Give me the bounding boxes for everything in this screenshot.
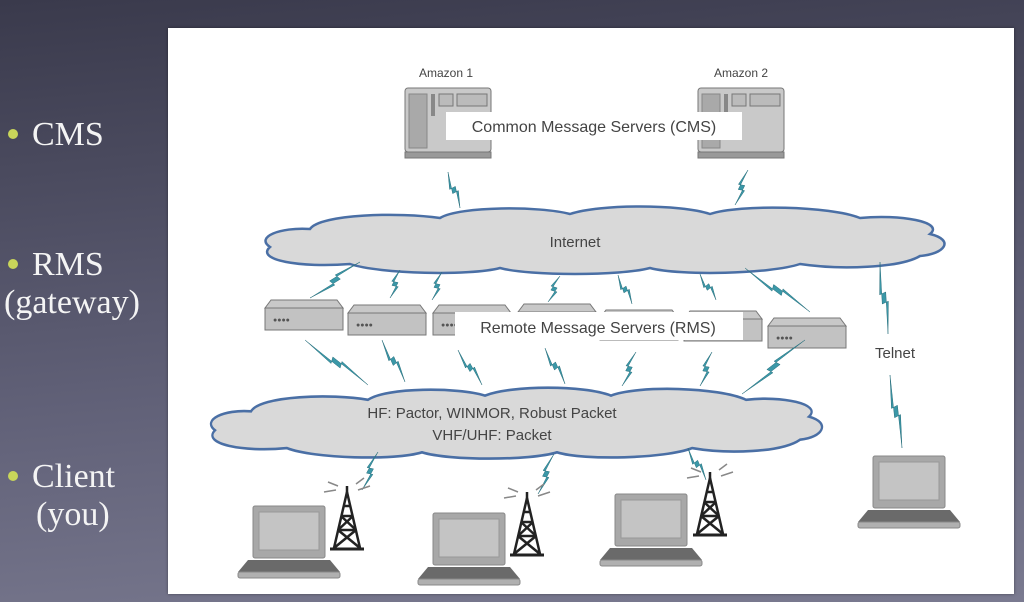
cms-caption-bg [446, 112, 742, 140]
lightning-bolt-icon [687, 447, 707, 481]
bullet-list: CMS RMS (gateway) Client (you) [0, 0, 165, 602]
cms-server-label: Amazon 1 [419, 66, 473, 80]
rms-server-box [347, 304, 427, 336]
radio-cloud-line-2: VHF/UHF: Packet [432, 427, 552, 444]
lightning-bolt-icon [547, 275, 561, 303]
cms-server-label: Amazon 2 [714, 66, 768, 80]
radio-tower-icon [502, 482, 552, 557]
lightning-bolt-icon [309, 261, 361, 299]
bullet-label: RMS [32, 246, 104, 283]
lightning-bolt-icon [699, 351, 713, 387]
lightning-bolt-icon [537, 453, 555, 495]
lightning-bolt-icon [621, 351, 637, 387]
lightning-bolt-icon [431, 271, 443, 301]
lightning-bolt-icon [734, 169, 749, 206]
rms-caption: Remote Message Servers (RMS) [480, 320, 716, 337]
bullet-client: Client (you) [8, 458, 115, 534]
client-laptop [417, 512, 521, 586]
lightning-bolt-icon [457, 349, 483, 386]
bullet-dot-icon [8, 129, 18, 140]
bullet-label: Client [32, 458, 116, 495]
bullet-sublabel: (gateway) [4, 284, 140, 321]
bullet-dot-icon [8, 259, 18, 270]
rms-caption-bg [455, 312, 743, 340]
lightning-bolt-icon [544, 347, 566, 385]
client-laptop [237, 505, 341, 579]
radio-link-group [304, 169, 903, 495]
lightning-bolt-icon [304, 339, 369, 386]
lightning-bolt-icon [744, 267, 811, 313]
radio-cloud-line-1: HF: Pactor, WINMOR, Robust Packet [367, 405, 617, 422]
radio-tower-icon [322, 476, 372, 551]
lightning-bolt-icon [889, 374, 903, 449]
internet-label: Internet [550, 234, 602, 251]
lightning-bolt-icon [699, 273, 717, 301]
internet-cloud [264, 205, 946, 276]
telnet-client-laptop [857, 455, 961, 529]
radio-cloud [209, 386, 824, 460]
rms-server-box [264, 299, 344, 331]
lightning-bolt-icon [741, 339, 806, 395]
lightning-bolt-icon [381, 339, 406, 383]
lightning-bolt-icon [361, 451, 379, 491]
telnet-label: Telnet [875, 345, 916, 362]
radio-tower-icon [685, 462, 735, 537]
rms-server-box [767, 317, 847, 349]
lightning-bolt-icon [447, 171, 461, 209]
bullet-sublabel: (you) [36, 496, 110, 533]
client-laptop [599, 493, 703, 567]
bullet-dot-icon [8, 471, 18, 482]
lightning-bolt-icon [389, 269, 401, 299]
bullet-rms: RMS (gateway) [4, 246, 140, 322]
lightning-bolt-icon [879, 261, 889, 335]
cms-caption: Common Message Servers (CMS) [472, 119, 717, 136]
bullet-label: CMS [32, 116, 104, 153]
bullet-cms: CMS [8, 116, 104, 154]
lightning-bolt-icon [617, 274, 633, 305]
